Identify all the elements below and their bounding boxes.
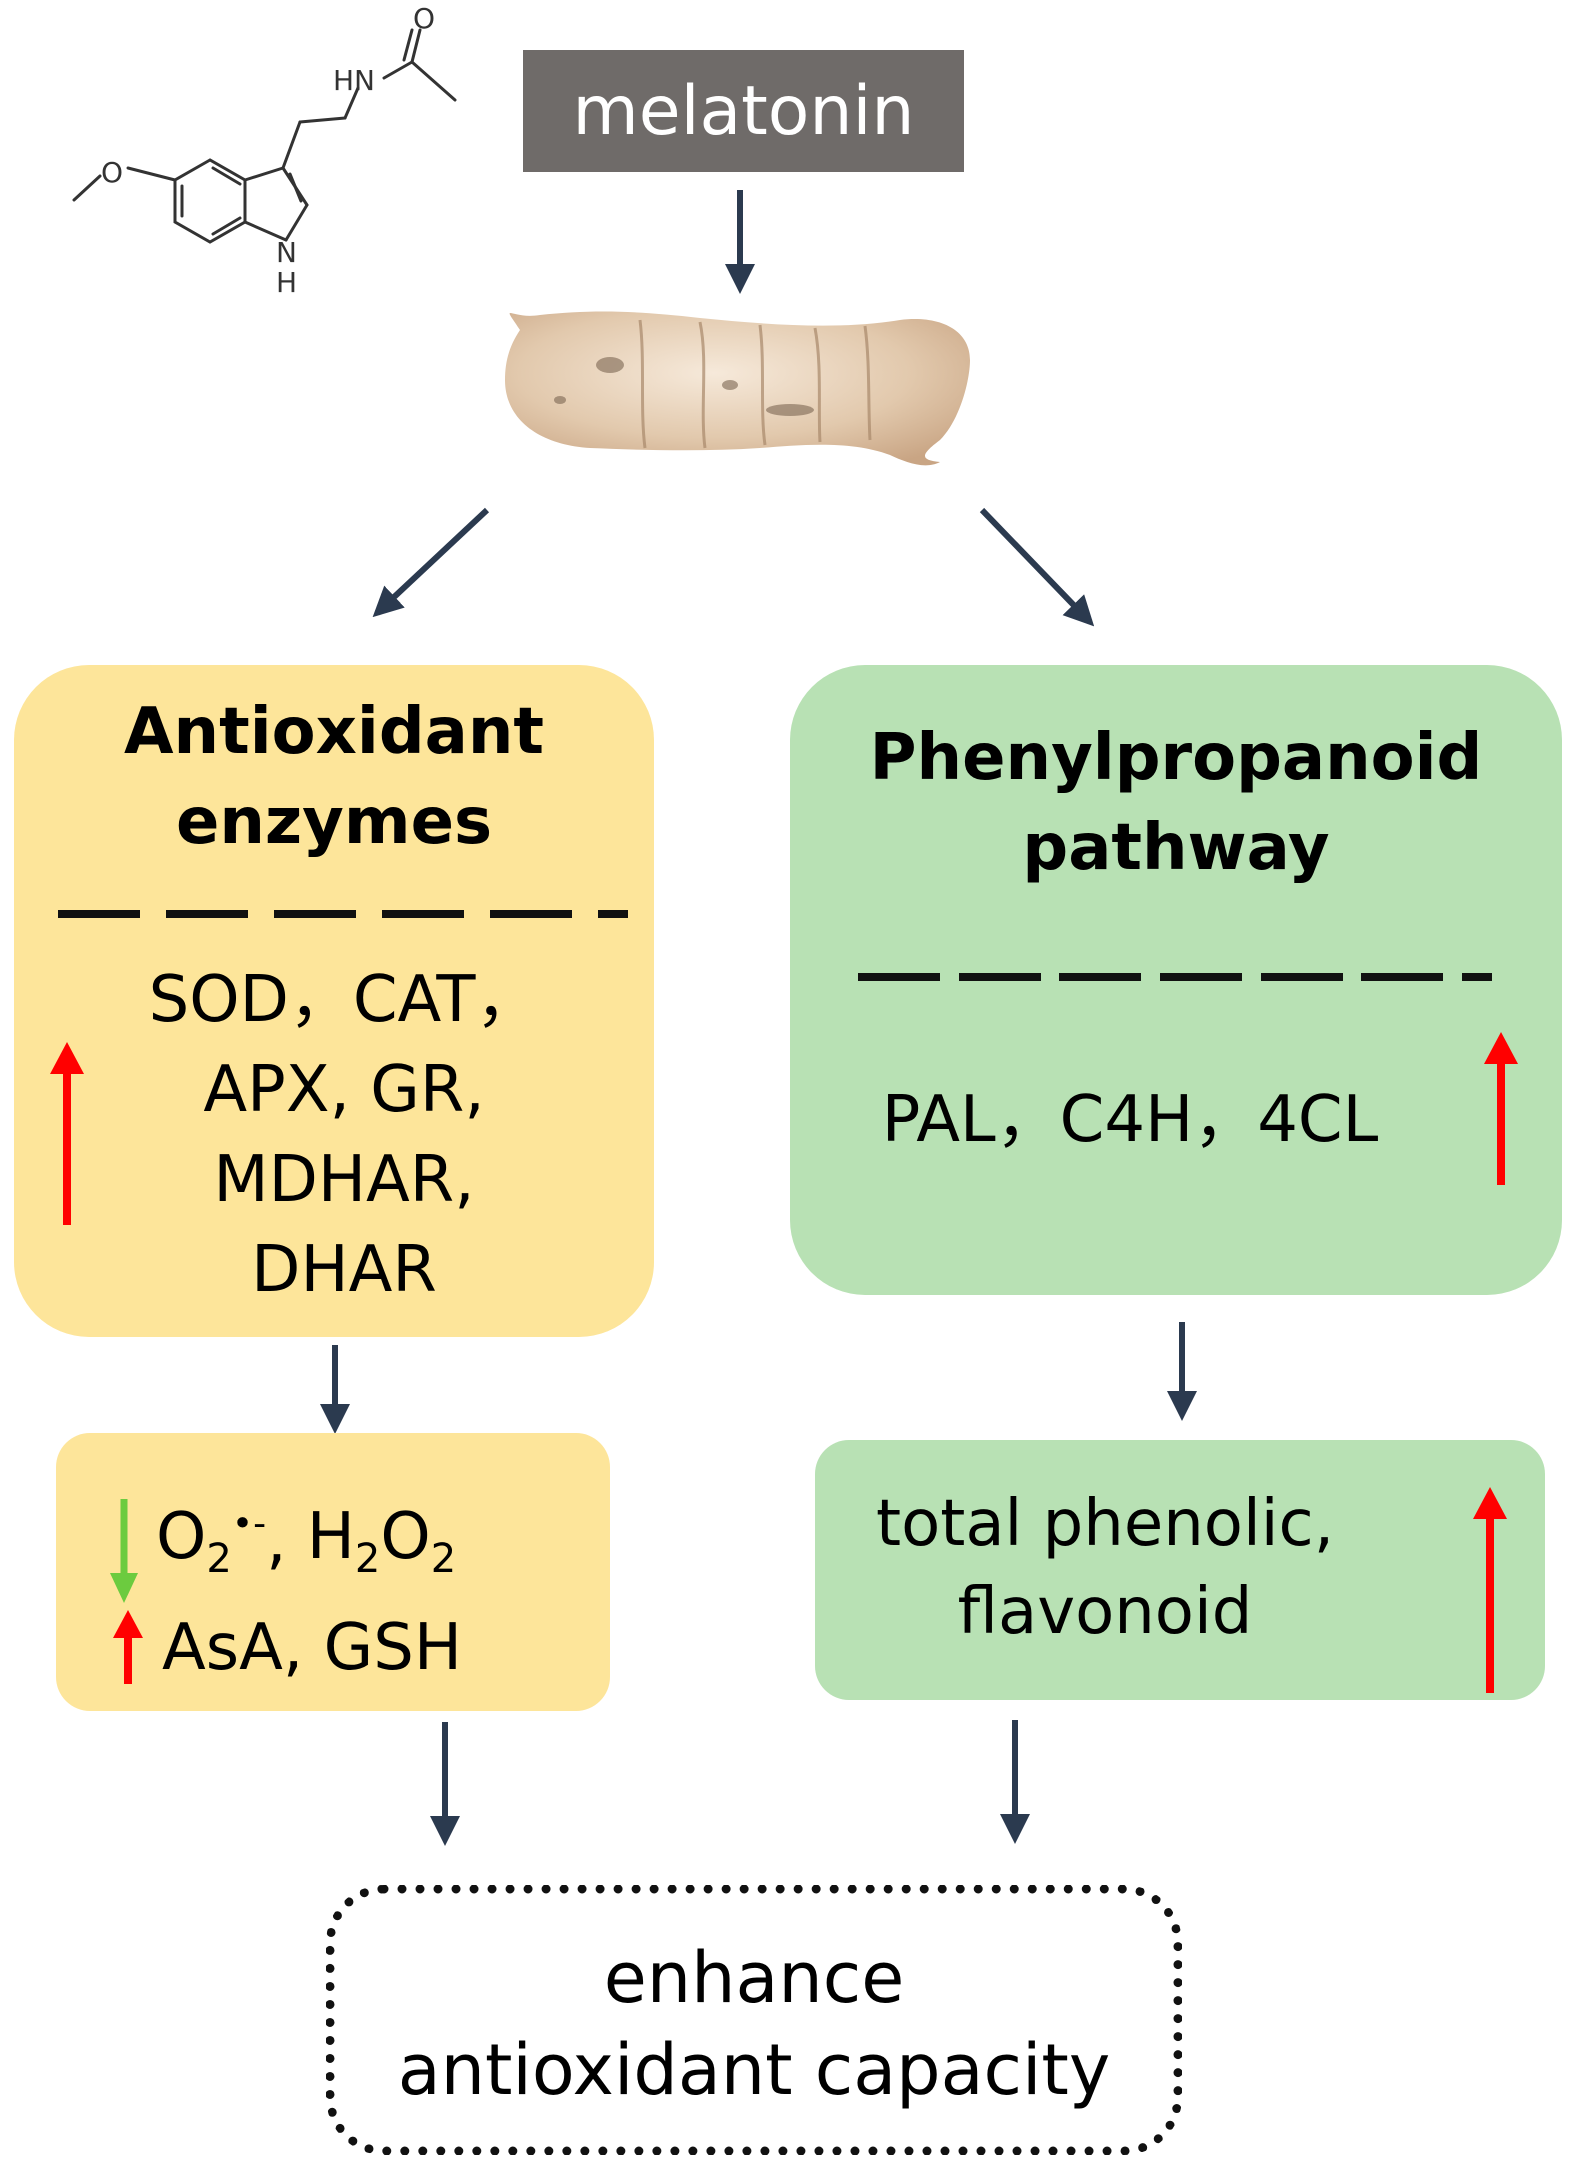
increase-arrow-icon [50, 1042, 84, 1225]
hydrogen-peroxide-label: H2O2 [306, 1500, 457, 1582]
arrow-tuber-to-phenylpropanoid [979, 507, 1095, 627]
ros-separator: , [266, 1504, 307, 1578]
antioxidant-title-line2: enzymes [175, 785, 493, 859]
atom-h-indole: H [276, 266, 297, 299]
melatonin-label: melatonin [572, 71, 915, 151]
ros-row: O2•-, H2O2 [156, 1491, 456, 1591]
atom-o-methoxy: O [101, 156, 123, 189]
phenolic-line2: flavonoid [957, 1575, 1253, 1649]
phenolic-line1: total phenolic, [875, 1487, 1335, 1561]
enzyme-line-1: SOD，CAT， [148, 963, 540, 1037]
phenylpropanoid-enzymes: PAL，C4H，4CL [881, 1083, 1379, 1157]
phenolic-results-box: total phenolic, flavonoid [815, 1440, 1545, 1700]
phenolic-text: total phenolic, flavonoid [875, 1480, 1335, 1656]
phenylpropanoid-title-line2: pathway [1022, 811, 1330, 885]
enzyme-line-2: APX, GR, [203, 1053, 485, 1127]
phenylpropanoid-enzyme-list: PAL，C4H，4CL [850, 1075, 1410, 1165]
antioxidants-row: AsA, GSH [162, 1598, 462, 1698]
atom-n-indole: N [276, 236, 297, 269]
increase-arrow-icon [1484, 1032, 1518, 1185]
phenylpropanoid-divider [858, 973, 1492, 981]
outcome-line2: antioxidant capacity [397, 2029, 1111, 2111]
melatonin-molecule-diagram: O HN O N H [72, 2, 457, 299]
enzyme-line-3: MDHAR, [213, 1143, 475, 1217]
phenylpropanoid-title-line1: Phenylpropanoid [869, 721, 1483, 795]
atom-o-carbonyl: O [413, 2, 435, 35]
enzyme-line-4: DHAR [251, 1233, 437, 1307]
decrease-arrow-icon [110, 1499, 138, 1603]
outcome-line1: enhance [603, 1937, 905, 2019]
antioxidant-divider [58, 910, 628, 918]
increase-arrow-icon [113, 1610, 143, 1684]
phenylpropanoid-panel: Phenylpropanoid pathway PAL，C4H，4CL [790, 665, 1562, 1295]
antioxidant-title-line1: Antioxidant [124, 695, 544, 769]
antioxidant-enzymes-panel: Antioxidant enzymes SOD，CAT， APX, GR, MD… [14, 665, 654, 1337]
arrow-tuber-to-antioxidant [372, 507, 490, 618]
increase-arrow-icon [1473, 1487, 1507, 1693]
outcome-box: enhance antioxidant capacity [326, 1885, 1182, 2155]
antioxidant-results-box: O2•-, H2O2 AsA, GSH [56, 1433, 610, 1711]
atom-hn: HN [333, 64, 375, 97]
asa-gsh-label: AsA, GSH [162, 1611, 462, 1685]
superoxide-label: O2•- [156, 1500, 267, 1582]
melatonin-label-box: melatonin [523, 50, 964, 172]
antioxidant-panel-title: Antioxidant enzymes [14, 687, 654, 867]
antioxidant-enzyme-list: SOD，CAT， APX, GR, MDHAR, DHAR [54, 955, 634, 1315]
tuber-photo [505, 311, 970, 466]
phenylpropanoid-panel-title: Phenylpropanoid pathway [790, 713, 1562, 893]
